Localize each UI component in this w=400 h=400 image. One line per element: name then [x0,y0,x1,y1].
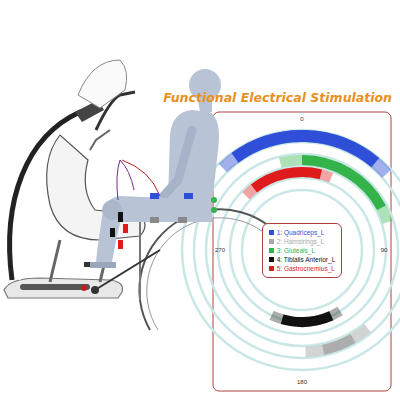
legend-swatch [269,230,274,235]
stimulation-arc [306,328,368,352]
legend-row: 4: Tibialis Anterior_L [269,255,336,264]
legend-row: 1: Quadriceps_L [269,228,336,237]
angle-label: 270 [215,247,225,253]
angle-label: 180 [297,379,307,385]
stimulation-arc [302,160,381,208]
legend-swatch [269,248,274,253]
legend-text: 4: Tibialis Anterior_L [277,255,336,264]
legend-box: 1: Quadriceps_L2: Hamstrings_L3: Gluteal… [262,223,343,278]
legend-text: 2: Hamstrings_L [277,237,324,246]
chart-title: Functional Electrical Stimulation [163,90,392,105]
legend-text: 3: Gluteals_L [277,246,315,255]
legend-swatch [269,257,274,262]
stimulation-arc [272,311,341,322]
legend-row: 5: Gastrocnemius_L [269,264,336,273]
stimulation-arc [246,172,331,196]
legend-row: 3: Gluteals_L [269,246,336,255]
angle-label: 90 [381,247,388,253]
legend-swatch [269,239,274,244]
angle-label: 0 [300,116,303,122]
legend-row: 2: Hamstrings_L [269,237,336,246]
electrodes [110,160,217,249]
stimulation-arc [254,172,321,189]
stimulation-arcs [223,136,388,352]
legend-text: 5: Gastrocnemius_L [277,264,335,273]
stimulation-arc [323,338,353,349]
legend-swatch [269,266,274,271]
stimulation-arc [282,316,331,322]
legend-text: 1: Quadriceps_L [277,228,325,237]
